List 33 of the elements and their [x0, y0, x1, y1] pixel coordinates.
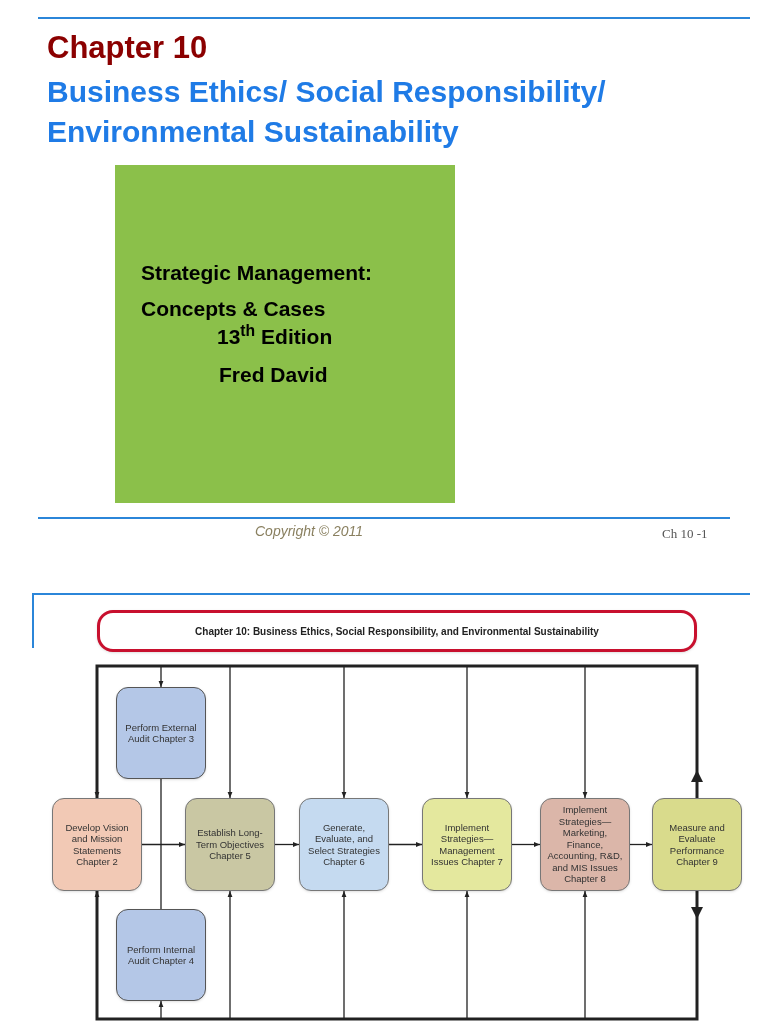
process-box [652, 798, 742, 891]
step-label: Develop Vision and Mission Statements Chapter 2 [64, 821, 130, 868]
arrow [274, 842, 300, 847]
author-name: Fred David [219, 362, 328, 388]
book-title: Strategic Management: Concepts & Cases [141, 260, 374, 322]
process-box [422, 798, 512, 891]
book-cover [115, 165, 455, 503]
arrow [629, 842, 653, 847]
copyright-note: Copyright © 2011 [255, 522, 364, 541]
step-label: Measure and Evaluate Performance Chapter 9 [668, 821, 726, 868]
step-label: Implement Strategies— Marketing, Finance, Accounting, R&D, and MIS Issues Chapter 8 [546, 804, 624, 885]
subtitle: Business Ethics/ Social Responsibility/ Environmental Sustainability [47, 74, 607, 150]
process-box [299, 798, 389, 891]
arrow [511, 842, 541, 847]
process-box [52, 798, 142, 891]
step-label: Implement Strategies— Management Issues Chapter 7 [430, 821, 504, 868]
edition-text: 13$^{th}$ Edition [217, 321, 333, 350]
arrow [582, 890, 698, 1020]
banner-title: Chapter 10: Business Ethics, Social Responsibility, and Environmental Sustainability [195, 624, 599, 639]
arrow [388, 842, 423, 847]
step-label: Establish Long-Term Objectives Chapter 5 [194, 827, 266, 862]
process-box [185, 798, 275, 891]
process-box [540, 798, 630, 891]
arrow [582, 665, 698, 799]
step-label: Perform Internal Audit Chapter 4 [125, 943, 197, 967]
process-box [116, 909, 206, 1001]
chapter-banner [97, 610, 697, 652]
arrow [141, 842, 186, 847]
chapter-title: Chapter 10 [47, 29, 208, 67]
step-label: Perform External Audit Chapter 3 [124, 721, 198, 745]
process-box [116, 687, 206, 779]
slide-number: Ch 10 -1 [662, 525, 708, 543]
step-label: Generate, Evaluate, and Select Strategies Chapter 6 [307, 821, 381, 868]
